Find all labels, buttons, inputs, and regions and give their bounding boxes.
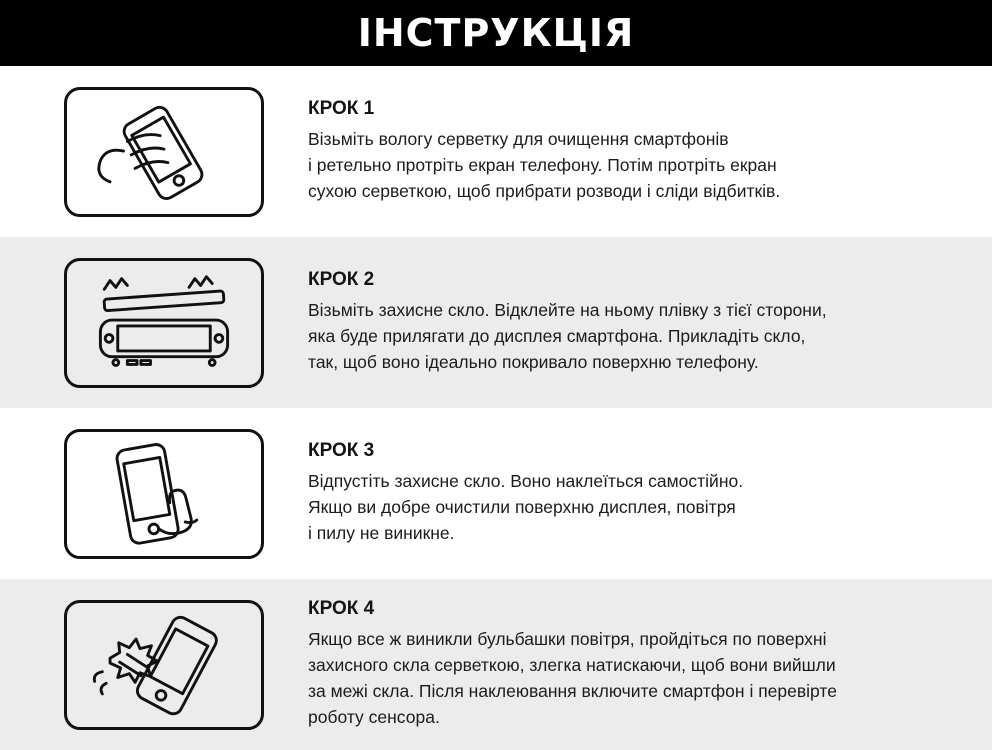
header-bar: ІНСТРУКЦІЯ — [0, 0, 992, 66]
step-title: КРОК 1 — [308, 98, 375, 120]
step-line: і ретельно протріть екран телефону. Поті… — [308, 155, 777, 176]
step-line: захисного скла серветкою, злегка натиска… — [308, 655, 836, 676]
step-line: роботу сенсора. — [308, 706, 440, 727]
glass-settling-finger-icon — [115, 442, 199, 545]
step-title: КРОК 3 — [308, 440, 375, 462]
step-title: КРОК 2 — [308, 269, 375, 291]
step-line: Відпустіть захисне скло. Воно наклеїться… — [308, 471, 744, 492]
step-row-2: КРОК 2 Візьміть захисне скло. Відклейте … — [0, 237, 992, 408]
step-line: за межі скла. Після наклеювання включите… — [308, 681, 837, 701]
step-row-1: КРОК 1 Візьміть вологу серветку для очищ… — [0, 66, 992, 237]
step-1-text: КРОК 1 Візьміть вологу серветку для очищ… — [308, 98, 800, 205]
step-2-text: КРОК 2 Візьміть захисне скло. Відклейте … — [308, 269, 847, 376]
step-line: сухою серветкою, щоб прибрати розводи і … — [308, 180, 781, 201]
step-2-illustration — [64, 257, 264, 388]
step-1-illustration — [64, 86, 264, 217]
smoothing-bubbles-cloth-icon — [92, 615, 218, 715]
step-line: так, щоб воно ідеально покривало поверхн… — [308, 351, 759, 372]
page-title: ІНСТРУКЦІЯ — [357, 11, 635, 55]
step-line: Візьміть вологу серветку для очищення см… — [308, 129, 729, 150]
step-row-4: КРОК 4 Якщо все ж виникли бульбашки пові… — [0, 579, 992, 750]
step-title: КРОК 4 — [308, 598, 375, 620]
step-3-text: КРОК 3 Відпустіть захисне скло. Воно нак… — [308, 440, 763, 547]
step-4-illustration — [64, 599, 264, 730]
hand-wiping-phone-icon — [97, 105, 204, 200]
step-line: і пилу не виникне. — [308, 522, 455, 543]
step-line: Якщо ви добре очистили поверхню дисплея,… — [308, 497, 736, 518]
peeling-glass-film-icon — [98, 274, 230, 367]
step-4-text: КРОК 4 Якщо все ж виникли бульбашки пові… — [308, 598, 857, 731]
step-line: яка буде прилягати до дисплея смартфона.… — [308, 326, 806, 347]
step-line: Візьміть захисне скло. Відклейте на ньом… — [308, 300, 827, 321]
step-line: Якщо все ж виникли бульбашки повітря, пр… — [308, 629, 827, 650]
step-row-3: КРОК 3 Відпустіть захисне скло. Воно нак… — [0, 408, 992, 579]
step-3-illustration — [64, 428, 264, 559]
